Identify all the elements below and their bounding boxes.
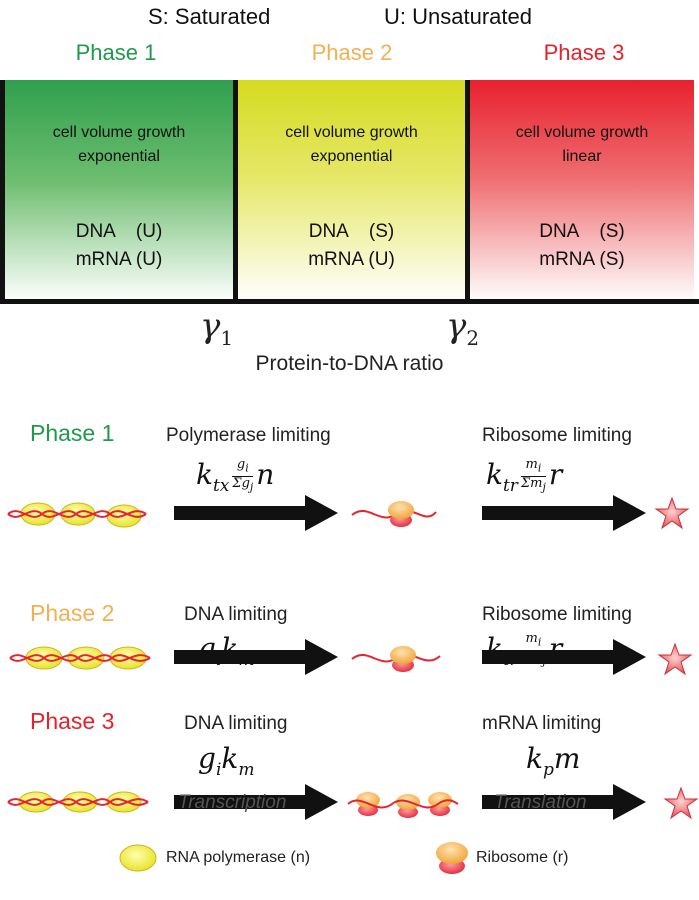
row-1-transcription-limit: Polymerase limiting — [166, 425, 331, 446]
row-3-phase-label: Phase 3 — [30, 708, 115, 734]
phase-3-growth-label: cell volume growth — [515, 124, 649, 141]
row-3-translation-limit: mRNA limiting — [482, 713, 602, 734]
gamma1-label: γ1 — [200, 306, 234, 350]
row-2-mrna-with-ribosome — [351, 646, 441, 672]
ratio-axis-line — [0, 299, 699, 304]
ribosome-legend-label: Ribosome (r) — [476, 849, 569, 866]
row-3-transcription-arrow — [174, 784, 338, 820]
phase-2-growth-mode: exponential — [310, 148, 393, 165]
gamma1-threshold-line — [233, 80, 238, 302]
gamma2-threshold-line — [465, 80, 470, 302]
x-axis-label: Protein-to-DNA ratio — [255, 352, 444, 375]
phase-2-heading: Phase 2 — [311, 40, 393, 65]
row-2-phase-label: Phase 2 — [30, 600, 115, 626]
unsaturated-legend: U: Unsaturated — [384, 4, 532, 29]
translation-label: Translation — [494, 792, 587, 813]
rna-polymerase-legend-label: RNA polymerase (n) — [166, 849, 311, 866]
row-2-transcription-limit: DNA limiting — [184, 604, 288, 625]
rna-polymerase-legend-icon — [119, 844, 157, 872]
row-3-pathway-graphic — [7, 784, 699, 820]
phase-3-dna-state: DNA (S) — [539, 221, 625, 242]
phase-3-mrna-state: mRNA (S) — [539, 249, 625, 270]
phase-2-dna-state: DNA (S) — [308, 221, 395, 242]
saturated-legend: S: Saturated — [148, 4, 271, 29]
row-1-transcription-arrow — [174, 495, 338, 531]
row-1-dna-with-polymerase — [7, 502, 147, 528]
panel-left-border — [0, 80, 5, 302]
row-1-phase-label: Phase 1 — [30, 420, 115, 446]
row-3-mrna-with-ribosomes — [347, 792, 459, 818]
phase-1-growth-label: cell volume growth — [52, 124, 186, 141]
phase-2-growth-label: cell volume growth — [285, 124, 418, 141]
row-3-protein-star-icon — [663, 786, 699, 820]
gamma2-label: γ2 — [446, 306, 480, 350]
row-3-translation-arrow — [482, 784, 646, 820]
row-2-transcription-arrow — [174, 639, 338, 675]
row-2-protein-star-icon — [657, 642, 693, 676]
phase-3-growth-mode: linear — [562, 148, 602, 165]
row-2-dna-with-polymerase — [9, 646, 151, 670]
phase-3-heading: Phase 3 — [543, 40, 625, 65]
phase-1-dna-state: DNA (U) — [75, 221, 163, 242]
row-1-mrna-with-ribosome — [351, 501, 437, 527]
row-1-protein-star-icon — [654, 496, 690, 530]
row-1-translation-arrow — [482, 495, 646, 531]
row-3-dna-with-polymerase — [7, 791, 149, 813]
row-2-translation-arrow — [482, 639, 646, 675]
phase-3-panel: cell volume growth linear DNA (S) mRNA (… — [470, 80, 694, 302]
row-3-transcription-limit: DNA limiting — [184, 713, 288, 734]
phase-1-mrna-state: mRNA (U) — [75, 249, 163, 270]
phase-2-panel: cell volume growth exponential DNA (S) m… — [238, 80, 465, 302]
phase-1-heading: Phase 1 — [75, 40, 157, 65]
row-3-transcription-rate: gikm — [198, 742, 255, 780]
phase-1-growth-mode: exponential — [78, 148, 160, 165]
transcription-label: Transcription — [178, 792, 287, 813]
row-1-translation-limit: Ribosome limiting — [482, 425, 632, 446]
row-2-translation-limit: Ribosome limiting — [482, 604, 632, 625]
row-2-pathway-graphic — [9, 639, 693, 676]
phase-2-mrna-state: mRNA (U) — [308, 249, 395, 270]
row-1-pathway-graphic — [7, 495, 690, 531]
phase-1-panel: cell volume growth exponential DNA (U) m… — [5, 80, 233, 302]
ribosome-legend-icon — [436, 842, 468, 874]
row-3-translation-rate: kpm — [526, 742, 581, 780]
